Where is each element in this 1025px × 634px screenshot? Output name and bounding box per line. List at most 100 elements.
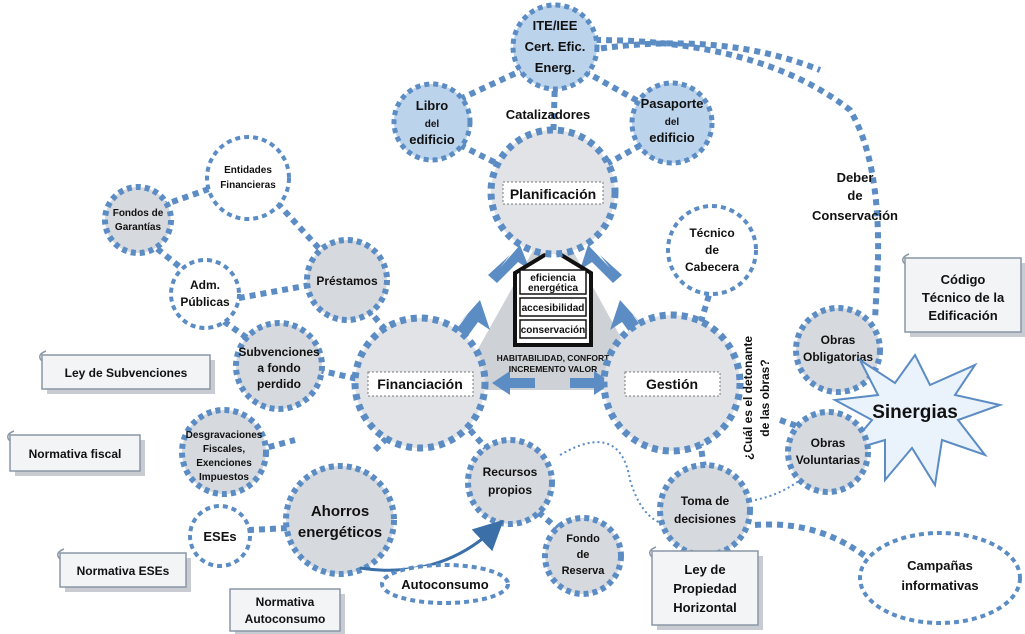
pasaporte-line-2: del xyxy=(665,117,680,128)
ahorros-to-recursos-arrow xyxy=(359,519,504,572)
gestion-label: Gestión xyxy=(646,376,698,392)
prestamos-node: Préstamos xyxy=(304,237,390,323)
adm-line-2: Públicas xyxy=(180,295,230,309)
fondo-line-2: de xyxy=(577,549,590,561)
ahorros-line-2: energéticos xyxy=(298,524,382,541)
desgrav-node: Desgravaciones Fiscales, Exenciones Impu… xyxy=(179,407,269,497)
ley-subv-scroll: Ley de Subvenciones xyxy=(39,350,215,394)
campanas-line-2: informativas xyxy=(901,578,978,593)
ite-node: ITE/IEE Cert. Efic. Energ. xyxy=(510,2,600,92)
outcome-line-1: HABITABILIDAD, CONFORT xyxy=(497,353,610,363)
norm-fiscal-scroll: Normativa fiscal xyxy=(7,430,145,476)
deber-line-1: Deber xyxy=(837,170,874,185)
codigo-line-1: Código xyxy=(941,272,986,287)
ahorros-line-1: Ahorros xyxy=(311,503,369,520)
pasaporte-line-3: edificio xyxy=(649,130,695,145)
obras-obligatorias-node: Obras Obligatorias xyxy=(793,305,883,395)
gestion-node: Gestión xyxy=(600,311,744,455)
desgrav-line-4: Impuestos xyxy=(199,472,249,483)
eses-node: ESEs xyxy=(188,504,252,568)
ley-ph-scroll: Ley de Propiedad Horizontal xyxy=(649,546,763,630)
campanas-line-1: Campañas xyxy=(907,558,973,573)
norm-autoconsumo-scroll: Normativa Autoconsumo xyxy=(229,588,345,634)
house-line-4: conservación xyxy=(521,325,585,336)
desgrav-line-3: Exenciones xyxy=(196,458,252,469)
fondo-line-3: Reserva xyxy=(562,565,606,577)
codigo-scroll: Código Técnico de la Edificación xyxy=(902,253,1025,337)
fondo-line-1: Fondo xyxy=(566,533,600,545)
norm-autoconsumo-line-2: Autoconsumo xyxy=(245,612,326,626)
obras-voluntarias-node: Obras Voluntarias xyxy=(785,409,871,495)
fondos-gar-line-1: Fondos de xyxy=(113,208,164,219)
ley-ph-line-3: Horizontal xyxy=(673,600,737,615)
adm-line-1: Adm. xyxy=(190,278,220,292)
eses-label: ESEs xyxy=(203,529,236,544)
question-text: ¿Cuál es el detonante de las obras? xyxy=(741,336,772,460)
pasaporte-node: Pasaporte del edificio xyxy=(629,80,715,166)
question-line-1: ¿Cuál es el detonante xyxy=(741,336,755,460)
planificacion-node: Planificación xyxy=(487,126,619,258)
house-icon xyxy=(513,247,593,347)
prestamos-label: Préstamos xyxy=(316,274,378,288)
house-line-1: eficiencia xyxy=(530,273,576,284)
norm-fiscal-label: Normativa fiscal xyxy=(29,447,122,461)
subvenciones-line-1: Subvenciones xyxy=(238,345,320,359)
ite-line-3: Energ. xyxy=(535,60,575,75)
entidades-line-1: Entidades xyxy=(224,165,272,176)
subvenciones-line-2: a fondo xyxy=(257,361,300,375)
autoconsumo-node: Autoconsumo xyxy=(380,563,510,605)
libro-line-2: del xyxy=(425,119,440,130)
fondos-gar-node: Fondos de Garantías xyxy=(102,184,174,256)
catalizadores-label: Catalizadores xyxy=(506,107,591,122)
financiacion-label: Financiación xyxy=(377,376,463,392)
codigo-line-2: Técnico de la xyxy=(922,290,1005,305)
campanas-node: Campañas informativas xyxy=(858,531,1022,625)
entidades-node: Entidades Financieras xyxy=(205,135,291,221)
tecnico-line-3: Cabecera xyxy=(685,260,739,274)
recursos-line-1: Recursos xyxy=(483,465,538,479)
ley-ph-line-1: Ley de xyxy=(684,562,725,577)
obras-obl-line-1: Obras xyxy=(821,333,856,347)
adm-node: Adm. Públicas xyxy=(169,258,241,330)
libro-line-3: edificio xyxy=(409,132,455,147)
norm-eses-scroll: Normativa ESEs xyxy=(57,548,191,592)
autoconsumo-label: Autoconsumo xyxy=(401,577,488,592)
house-line-3: accesibilidad xyxy=(522,303,585,314)
outcome-line-2: INCREMENTO VALOR xyxy=(509,364,597,374)
ahorros-node: Ahorros energéticos xyxy=(283,463,397,577)
financiacion-node: Financiación xyxy=(351,314,489,452)
ley-subv-label: Ley de Subvenciones xyxy=(65,366,188,380)
deber-line-3: Conservación xyxy=(812,208,898,223)
question-line-2: de las obras? xyxy=(758,359,772,436)
fondo-node: Fondo de Reserva xyxy=(542,515,624,597)
ite-line-1: ITE/IEE xyxy=(533,18,578,33)
libro-node: Libro del edificio xyxy=(391,81,473,163)
libro-line-1: Libro xyxy=(416,98,449,113)
entidades-line-2: Financieras xyxy=(220,180,276,191)
planificacion-label: Planificación xyxy=(510,186,596,202)
ley-ph-line-2: Propiedad xyxy=(673,581,737,596)
toma-node: Toma de decisiones xyxy=(657,462,753,558)
subvenciones-line-3: perdido xyxy=(257,377,301,391)
tecnico-node: Técnico de Cabecera xyxy=(666,204,758,296)
ite-line-2: Cert. Efic. xyxy=(525,39,586,54)
subvenciones-node: Subvenciones a fondo perdido xyxy=(233,320,325,412)
pasaporte-line-1: Pasaporte xyxy=(641,96,704,111)
toma-line-1: Toma de xyxy=(681,494,730,508)
toma-line-2: decisiones xyxy=(674,512,736,526)
tecnico-line-2: de xyxy=(705,243,719,257)
sinergias-star: Sinergias xyxy=(831,353,1004,488)
fondos-gar-line-2: Garantías xyxy=(115,222,162,233)
recursos-node: Recursos propios xyxy=(465,437,555,527)
obras-obl-line-2: Obligatorias xyxy=(803,350,873,364)
obras-vol-line-1: Obras xyxy=(811,436,846,450)
sinergias-label: Sinergias xyxy=(872,402,958,423)
codigo-line-3: Edificación xyxy=(928,308,997,323)
deber-line-2: de xyxy=(847,188,862,203)
tecnico-line-1: Técnico xyxy=(689,226,734,240)
recursos-line-2: propios xyxy=(488,483,532,497)
norm-autoconsumo-line-1: Normativa xyxy=(256,595,315,609)
desgrav-line-1: Desgravaciones xyxy=(186,430,263,441)
